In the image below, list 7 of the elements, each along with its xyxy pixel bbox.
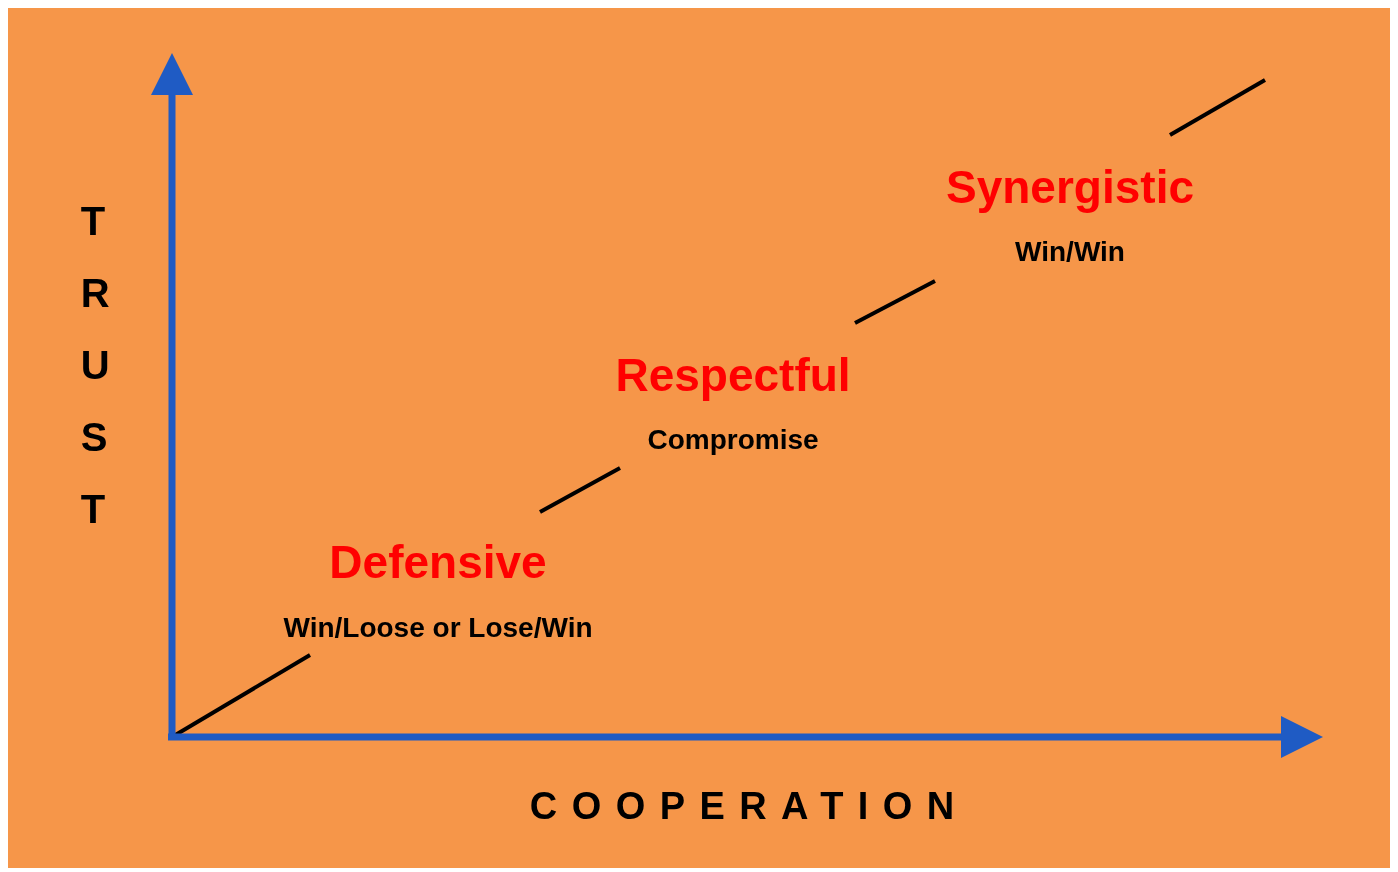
level-title: Synergistic [946, 160, 1194, 214]
level-title: Respectful [615, 348, 851, 402]
level-subtitle: Win/Loose or Lose/Win [283, 612, 593, 644]
level-title: Defensive [329, 535, 547, 589]
level-subtitle: Compromise [647, 424, 819, 456]
level-subtitle: Win/Win [1015, 236, 1125, 268]
axis-title: COOPERATION [528, 784, 969, 828]
